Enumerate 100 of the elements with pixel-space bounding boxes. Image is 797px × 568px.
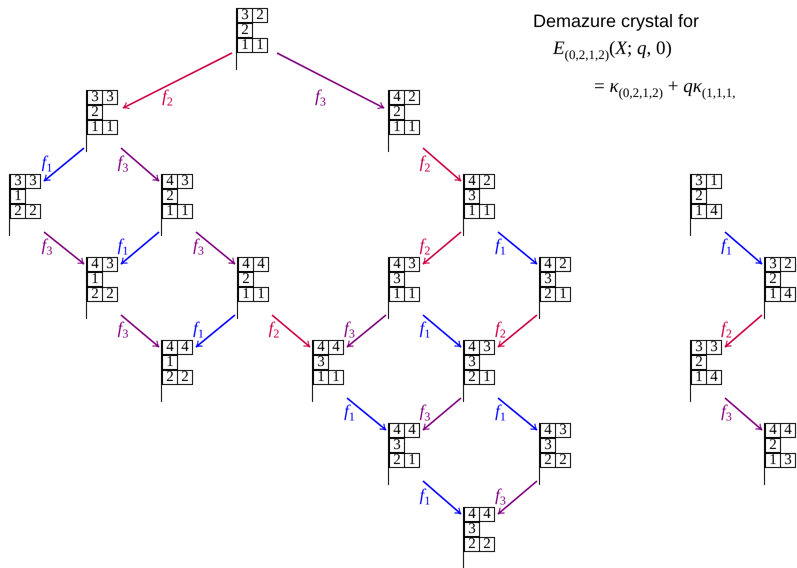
tableau-cell: 2 — [87, 287, 103, 302]
tableau-cell: 2 — [177, 370, 193, 385]
tableau-cell: 4 — [238, 257, 254, 272]
tableau-cell: 2 — [162, 189, 178, 204]
tableau-cell: 2 — [479, 537, 495, 552]
young-tableau — [463, 507, 496, 568]
edge-label: f$_{2}$ — [420, 236, 430, 260]
tableau-cell: 3 — [464, 189, 480, 204]
young-tableau — [539, 257, 572, 319]
tableau-cell: 4 — [780, 287, 796, 302]
tableau-cell: 1 — [691, 370, 707, 385]
tableau-cell: 2 — [479, 174, 495, 189]
tableau-cell: 3 — [102, 257, 118, 272]
tableau-cell: 4 — [765, 423, 781, 438]
tableau-cell: 4 — [706, 370, 722, 385]
edge-label: f$_{1}$ — [344, 402, 355, 426]
tableau-cell: 3 — [464, 355, 480, 370]
tableau-cell: 4 — [177, 340, 193, 355]
tableau-cell: 4 — [162, 340, 178, 355]
formula: E$_{(0,2,1,2)}$(X; q, 0) — [553, 38, 672, 64]
tableau-cell: 2 — [389, 105, 405, 120]
tableau-cell: 1 — [404, 453, 420, 468]
tableau-cell: 1 — [404, 287, 420, 302]
tableau-cell: 2 — [238, 272, 254, 287]
tableau-cell: 1 — [765, 453, 781, 468]
tableau-cell: 4 — [404, 423, 420, 438]
tableau-cell: 1 — [328, 370, 344, 385]
tableau-cell: 3 — [102, 90, 118, 105]
tableau-cell: 4 — [389, 90, 405, 105]
tableau-cell: 2 — [780, 257, 796, 272]
tableau-cell: 1 — [479, 204, 495, 219]
edge-label: f$_{3}$ — [42, 236, 52, 260]
tableau-cell: 1 — [404, 120, 420, 135]
tableau-cell: 1 — [87, 120, 103, 135]
tableau-cell: 3 — [389, 272, 405, 287]
tableau-cell: 4 — [706, 204, 722, 219]
tableau-cell: 2 — [25, 204, 41, 219]
tableau-cell: 2 — [555, 453, 571, 468]
tableau-cell: 1 — [252, 38, 268, 53]
edge-label: f$_{3}$ — [344, 319, 355, 343]
edge-label: f$_{2}$ — [162, 86, 173, 110]
young-tableau — [388, 90, 421, 152]
tableau-cell: 3 — [10, 174, 26, 189]
tableau-cell: 2 — [555, 257, 571, 272]
tableau-cell: 1 — [479, 370, 495, 385]
tableau-cell: 3 — [404, 257, 420, 272]
tableau-cell: 3 — [540, 438, 556, 453]
tableau-cell: 3 — [540, 272, 556, 287]
tableau-cell: 1 — [162, 204, 178, 219]
tableau-cell: 4 — [464, 340, 480, 355]
tableau-cell: 2 — [540, 453, 556, 468]
young-tableau — [764, 423, 797, 485]
tableau-cell: 2 — [765, 272, 781, 287]
tableau-cell: 1 — [555, 287, 571, 302]
young-tableau — [463, 340, 496, 402]
tableau-cell: 1 — [706, 174, 722, 189]
tableau-cell: 4 — [479, 507, 495, 522]
young-tableau — [388, 423, 421, 485]
edge-label: f$_{1}$ — [420, 486, 430, 510]
young-tableau — [9, 174, 42, 236]
edge-label: f$_{3}$ — [315, 86, 326, 110]
tableau-cell: 1 — [389, 287, 405, 302]
young-tableau — [388, 257, 421, 319]
tableau-cell: 2 — [691, 189, 707, 204]
young-tableau — [161, 174, 194, 236]
tableau-cell: 3 — [691, 174, 707, 189]
tableau-cell: 3 — [177, 174, 193, 189]
tableau-cell: 2 — [765, 438, 781, 453]
tableau-cell: 1 — [10, 189, 26, 204]
tableau-cell: 3 — [313, 355, 329, 370]
tableau-cell: 1 — [765, 287, 781, 302]
tableau-cell: 1 — [238, 287, 254, 302]
tableau-cell: 2 — [10, 204, 26, 219]
tableau-cell: 1 — [162, 355, 178, 370]
tableau-cell: 4 — [389, 257, 405, 272]
tableau-cell: 3 — [555, 423, 571, 438]
tableau-cell: 3 — [691, 340, 707, 355]
tableau-cell: 3 — [780, 453, 796, 468]
tableau-cell: 2 — [540, 287, 556, 302]
formula: = κ$_{(0,2,1,2)}$ + qκ$_{(1,1,1,}$ — [594, 76, 736, 102]
tableau-cell: 1 — [102, 120, 118, 135]
young-tableau — [690, 340, 723, 402]
edge-label: f$_{3}$ — [118, 152, 128, 176]
young-tableau — [161, 340, 194, 402]
tableau-cell: 3 — [87, 90, 103, 105]
young-tableau — [237, 257, 270, 319]
tableau-cell: 2 — [691, 355, 707, 370]
tableau-cell: 2 — [162, 370, 178, 385]
edge-label: f$_{2}$ — [721, 319, 732, 343]
tableau-cell: 1 — [87, 272, 103, 287]
tableau-cell: 3 — [706, 340, 722, 355]
young-tableau — [539, 423, 572, 485]
tableau-cell: 4 — [328, 340, 344, 355]
tableau-cell: 1 — [691, 204, 707, 219]
tableau-cell: 2 — [389, 453, 405, 468]
edge-label: f$_{1}$ — [193, 319, 204, 343]
edge-label: f$_{1}$ — [495, 236, 506, 260]
edge-label: f$_{3}$ — [495, 486, 506, 510]
edge-label: f$_{3}$ — [193, 236, 204, 260]
edge-label: f$_{1}$ — [495, 402, 506, 426]
